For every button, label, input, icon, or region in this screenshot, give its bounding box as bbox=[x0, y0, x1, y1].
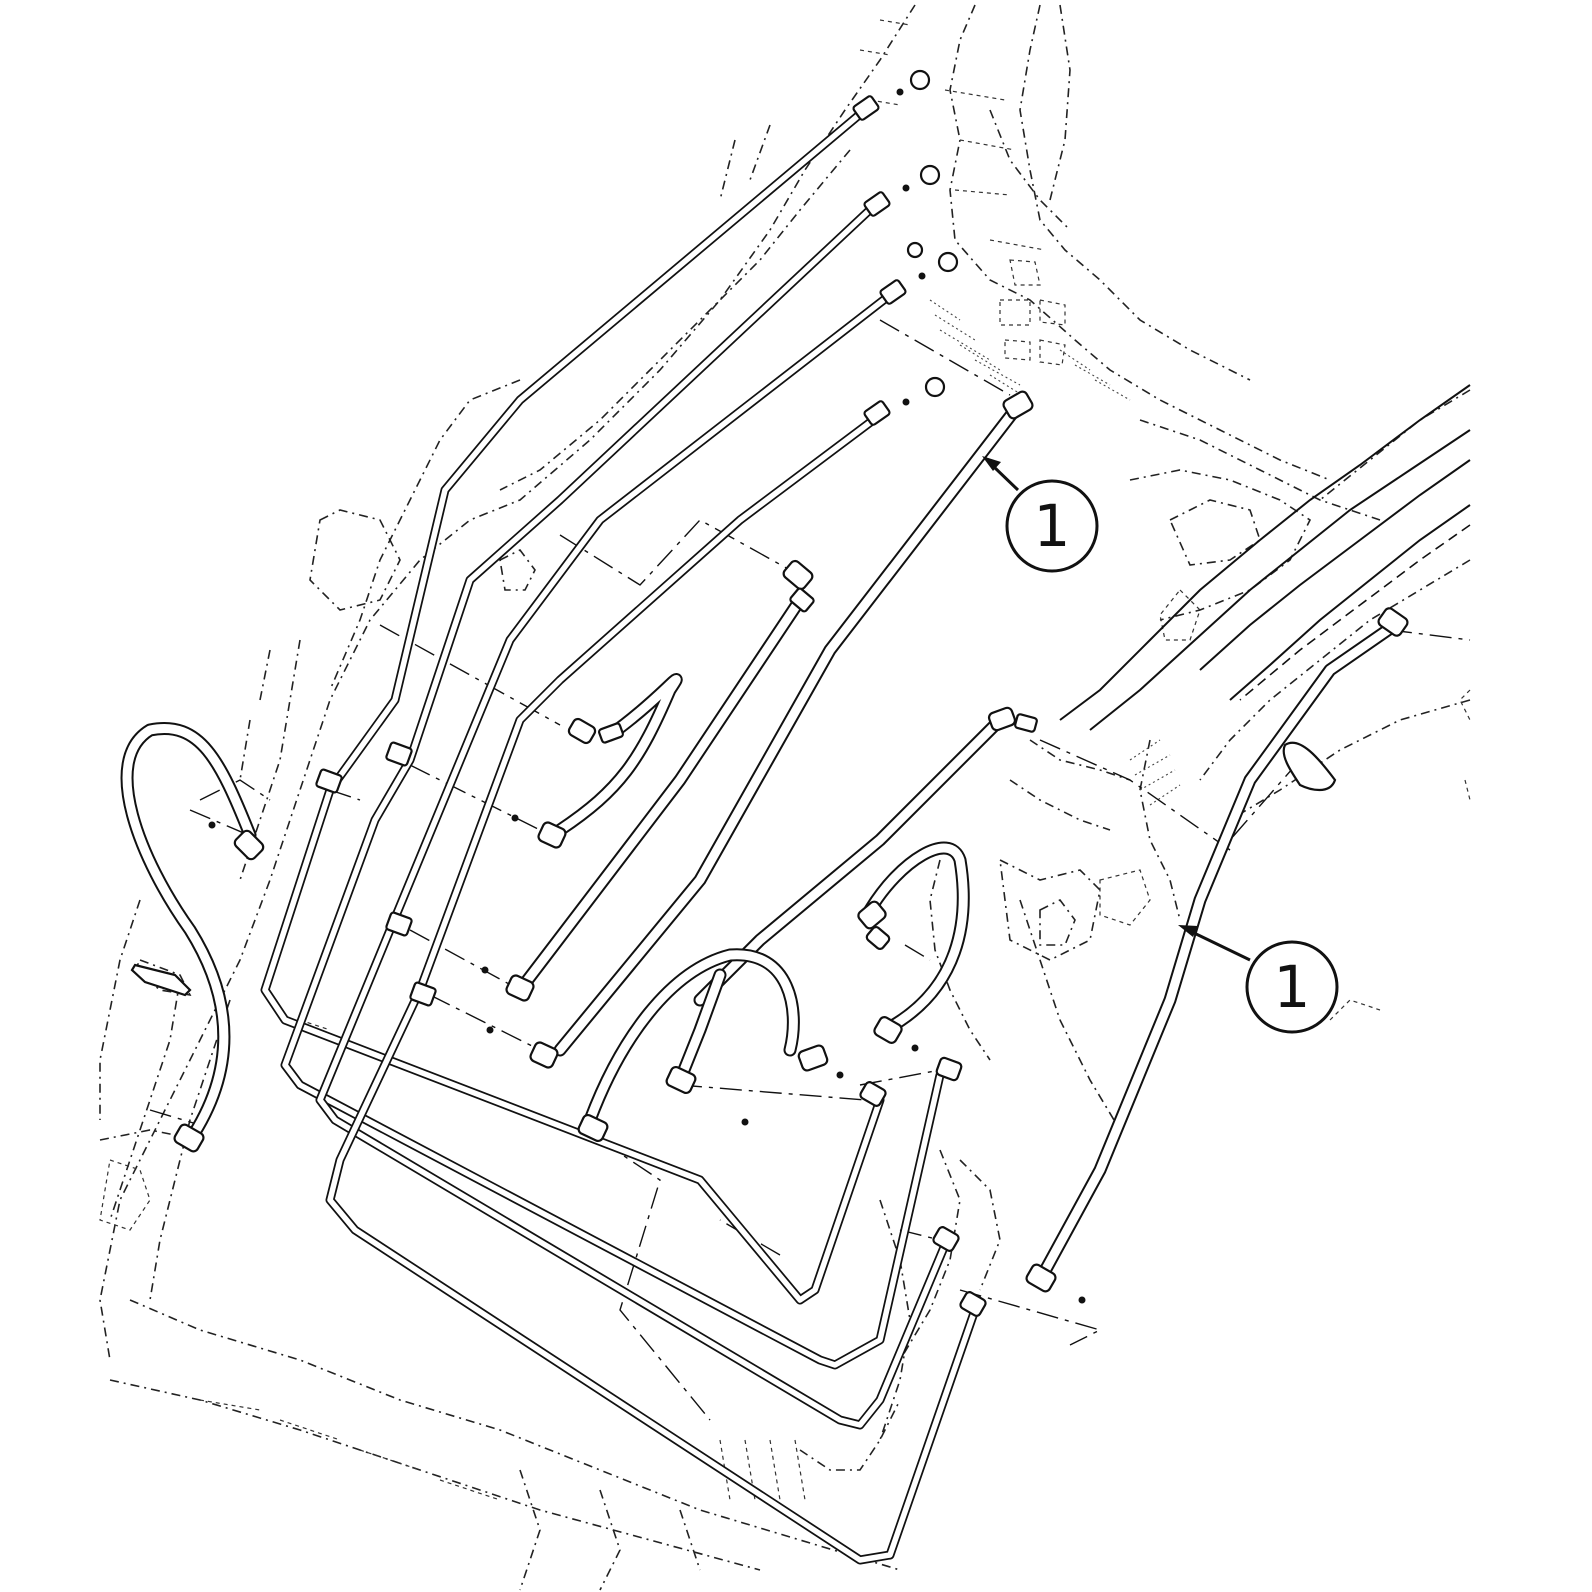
flexible-hose-8-inner bbox=[865, 843, 968, 1035]
elbow-fitting-right-b bbox=[873, 1016, 919, 1052]
elbow-fitting-mid bbox=[782, 559, 815, 613]
tee-fitting-bottom-b bbox=[959, 1291, 987, 1317]
union-fitting-3 bbox=[879, 241, 959, 305]
elbow-fitting-far-right bbox=[1377, 607, 1409, 637]
elbow-fitting-left-bottom bbox=[173, 1123, 205, 1153]
tee-fitting-right bbox=[935, 1056, 963, 1082]
clip-left bbox=[130, 963, 192, 997]
rigid-tubes bbox=[260, 105, 980, 1565]
elbow-fitting-a bbox=[567, 717, 624, 745]
flexible-hose-6-inner bbox=[585, 950, 798, 1125]
flexible-hose-3-inner bbox=[555, 674, 681, 835]
tee-fitting-3 bbox=[385, 911, 413, 937]
flexible-hose-1-inner bbox=[555, 405, 1020, 1055]
flexible-hoses bbox=[120, 403, 1402, 1287]
tee-fitting-2 bbox=[385, 741, 413, 767]
elbow-fitting-center-e bbox=[859, 1081, 887, 1107]
fittings bbox=[130, 69, 1409, 1317]
tee-fitting-bottom-a bbox=[932, 1226, 960, 1252]
union-fitting-4 bbox=[863, 376, 946, 426]
rigid-tube-1-inner bbox=[262, 107, 883, 1303]
flexible-hose-5-inner bbox=[695, 715, 1005, 1005]
elbow-fitting-center-a bbox=[987, 706, 1038, 733]
alignment-leaders bbox=[149, 319, 1471, 1421]
tee-fitting-1 bbox=[315, 768, 343, 794]
elbow-fitting-b bbox=[511, 814, 567, 849]
callout-lower-label: 1 bbox=[1274, 953, 1311, 1021]
elbow-fitting-center-d bbox=[797, 1044, 844, 1079]
rigid-tube-3-inner bbox=[317, 292, 948, 1428]
phantom-structure bbox=[99, 4, 1471, 1591]
union-fitting-2 bbox=[863, 164, 941, 217]
elbow-fitting-top bbox=[1002, 390, 1034, 420]
rigid-tube-2-inner bbox=[282, 202, 943, 1368]
flexible-hose-4-inner bbox=[122, 724, 255, 1145]
elbow-fitting-left-top bbox=[208, 821, 265, 861]
callout-lower: 1 bbox=[1178, 925, 1339, 1034]
tee-fitting-4 bbox=[409, 981, 437, 1007]
callout-upper: 1 bbox=[982, 456, 1099, 573]
flexible-hose-9-inner bbox=[1035, 620, 1400, 1285]
flexible-hose-7-inner bbox=[675, 970, 725, 1085]
clamp-loop bbox=[1282, 741, 1337, 792]
frame-rail bbox=[1059, 384, 1471, 731]
elbow-fitting-center-b bbox=[577, 1113, 609, 1143]
elbow-fitting-d bbox=[486, 1026, 559, 1069]
elbow-fitting-c bbox=[481, 966, 535, 1002]
callout-upper-label: 1 bbox=[1034, 492, 1071, 560]
rigid-tube-4-inner bbox=[327, 412, 978, 1563]
flexible-hose-2-inner bbox=[515, 595, 805, 995]
elbow-fitting-right-a bbox=[857, 900, 891, 951]
elbow-fitting-center-c bbox=[665, 1065, 749, 1126]
union-fitting-1 bbox=[852, 69, 931, 121]
elbow-fitting-lower-right bbox=[1025, 1263, 1086, 1304]
